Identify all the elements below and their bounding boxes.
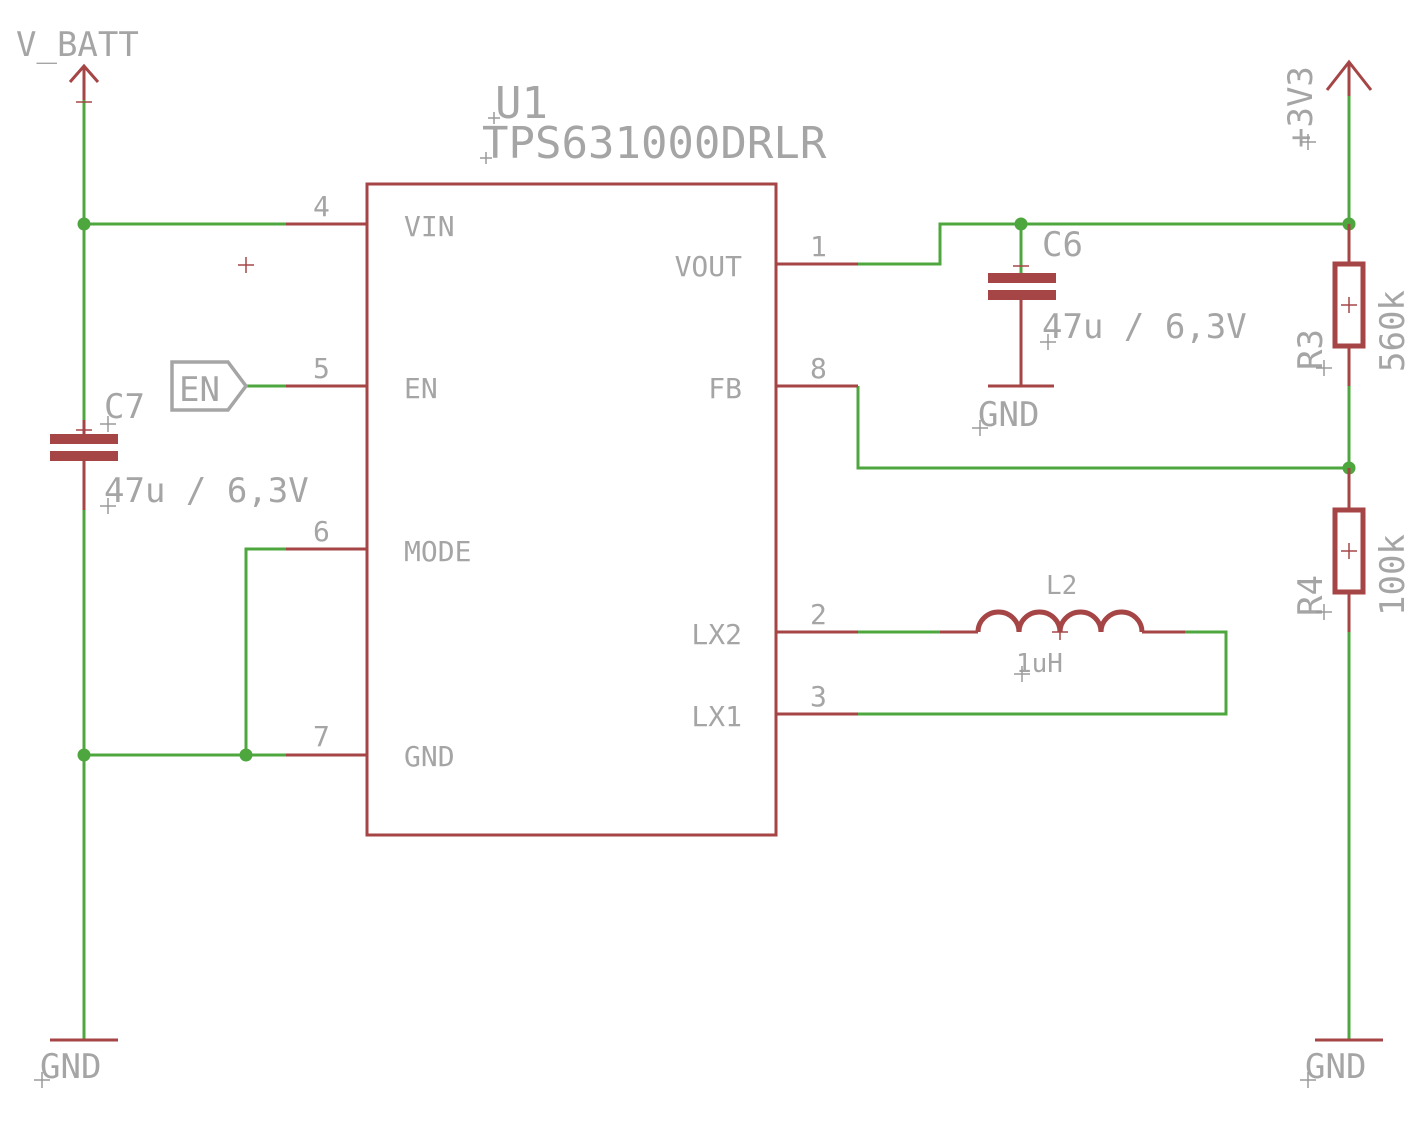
u1-value-label: TPS631000DRLR — [482, 118, 827, 169]
c7-value-label: 47u / 6,3V — [104, 471, 309, 511]
wires — [82, 70, 1351, 1040]
u1-pin-name: GND — [404, 740, 455, 773]
u1-pin-number: 7 — [313, 720, 330, 753]
c6-ref-label: C6 — [1042, 225, 1083, 265]
junction-mode-gnd — [239, 748, 253, 762]
u1-body[interactable] — [365, 182, 778, 837]
r3-value-label: 560k — [1373, 290, 1413, 372]
u1-pin-number: 3 — [810, 680, 827, 713]
u1-pin-number: 5 — [313, 352, 330, 385]
r3-ref-label: R3 — [1291, 329, 1331, 370]
junction-c6 — [1014, 217, 1028, 231]
u1-pin-name: LX1 — [691, 700, 742, 733]
net-label-3v3: +3V3 — [1281, 66, 1321, 148]
u1-pin-number: 8 — [810, 352, 827, 385]
c6-capacitor[interactable]: C6 47u / 6,3V GND — [972, 225, 1247, 436]
u1-pin-name: VOUT — [675, 250, 743, 283]
c7-ref-label: C7 — [104, 387, 145, 427]
r3-resistor[interactable]: R3 560k — [1291, 224, 1413, 386]
u1-pin-number: 4 — [313, 190, 330, 223]
v3v3-supply-symbol[interactable]: +3V3 — [1281, 59, 1373, 150]
u1-pin-name: EN — [404, 372, 438, 405]
junction-vin — [77, 217, 91, 231]
port-shape — [170, 360, 249, 412]
c6-value-label: 47u / 6,3V — [1042, 307, 1247, 347]
u1-pin-number: 6 — [313, 515, 330, 548]
l2-ref-label: L2 — [1046, 571, 1077, 601]
gnd-label-right: GND — [1305, 1047, 1366, 1087]
junctions — [77, 217, 1356, 762]
gnd-symbol-left[interactable]: GND — [34, 1038, 118, 1088]
u1-pin-number: 2 — [810, 598, 827, 631]
gnd-label-c6: GND — [978, 395, 1039, 435]
port-label-en: EN — [179, 370, 220, 410]
en-port[interactable]: EN — [170, 360, 249, 412]
u1-pin-name: VIN — [404, 210, 455, 243]
r4-ref-label: R4 — [1291, 575, 1331, 616]
junction-gnd-left — [77, 748, 91, 762]
u1-symbol[interactable]: 4 5 6 7 1 8 2 3 VIN EN MODE GND VOUT FB … — [286, 78, 858, 837]
u1-pin-name: MODE — [404, 535, 471, 568]
u1-pin-name: FB — [708, 372, 742, 405]
c7-capacitor[interactable]: C7 47u / 6,3V — [50, 387, 309, 514]
gnd-symbol-right[interactable]: GND — [1300, 1038, 1383, 1088]
wire-vout — [858, 222, 1349, 266]
wire-mode — [244, 547, 286, 755]
u1-pin-name: LX2 — [691, 618, 742, 651]
l2-inductor[interactable]: L2 1uH — [940, 571, 1185, 682]
u1-pin-number: 1 — [810, 230, 827, 263]
r4-value-label: 100k — [1373, 534, 1413, 616]
wire-lx1-loop — [858, 630, 1228, 716]
u1-ref-label: U1 — [495, 78, 548, 129]
vbatt-supply-symbol[interactable]: V_BATT — [16, 25, 139, 103]
gnd-label-left: GND — [40, 1047, 101, 1087]
wire-fb — [856, 386, 1349, 470]
r4-resistor[interactable]: R4 100k — [1291, 468, 1413, 632]
net-label-vbatt: V_BATT — [16, 25, 139, 65]
